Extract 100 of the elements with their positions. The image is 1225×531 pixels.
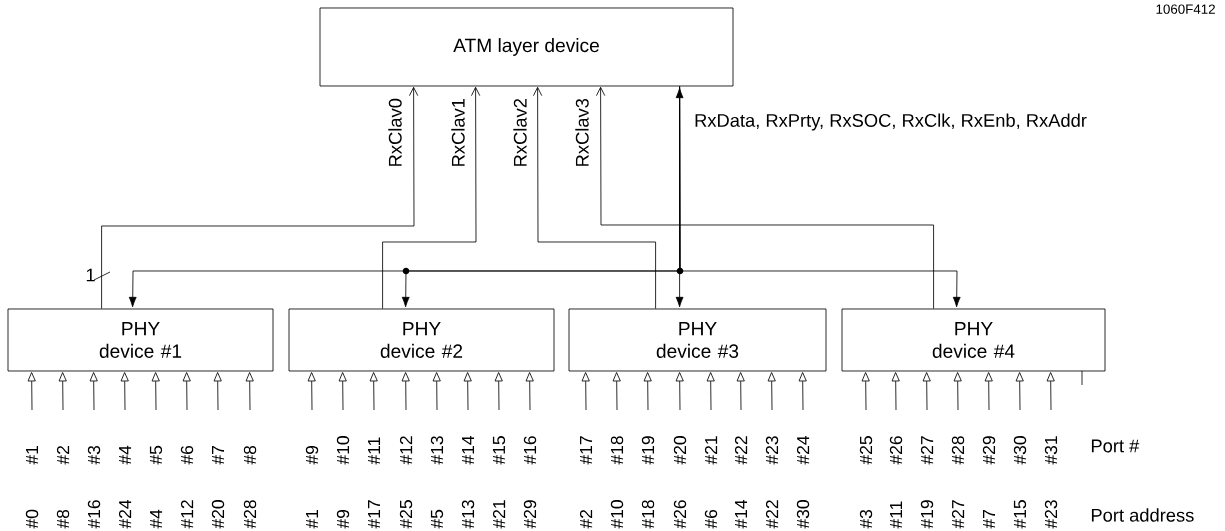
port-number: #2 — [56, 446, 70, 465]
arrow — [612, 372, 621, 411]
arrow — [182, 372, 191, 411]
port-address: #11 — [890, 501, 903, 529]
port-address: #18 — [641, 500, 655, 529]
port-address: #13 — [461, 500, 475, 529]
port-number: #30 — [1013, 436, 1027, 465]
port-address: #0 — [25, 509, 39, 529]
row-label: Port # — [1091, 439, 1140, 453]
arrow — [494, 372, 503, 411]
arrow — [675, 372, 684, 411]
arrow — [369, 372, 378, 411]
port-address: #26 — [673, 500, 687, 529]
arrow — [984, 372, 993, 411]
arrow — [675, 87, 684, 308]
port-number: #28 — [951, 436, 965, 465]
port-number: #6 — [180, 445, 194, 465]
port-address: #8 — [56, 509, 70, 529]
port-address: #22 — [765, 500, 779, 529]
port-address: #15 — [1013, 500, 1027, 529]
port-address: #27 — [951, 500, 965, 529]
port-number: #1 — [26, 446, 39, 465]
arrow — [401, 372, 410, 411]
port-address: #30 — [796, 500, 810, 529]
edge-label: RxClav3 — [573, 96, 591, 169]
device-box: PHY device #4 — [841, 308, 1106, 372]
arrow — [861, 372, 870, 411]
port-address: #23 — [1044, 500, 1058, 529]
arrow — [58, 372, 67, 411]
device-box: PHY device #2 — [288, 308, 555, 372]
arrow — [679, 86, 961, 308]
port-address: #3 — [859, 509, 873, 529]
port-number: #16 — [523, 436, 537, 465]
port-address: #16 — [87, 500, 101, 529]
arrow — [89, 372, 98, 411]
arrow — [596, 86, 934, 309]
arrow — [432, 372, 441, 411]
port-address: #17 — [368, 500, 381, 529]
arrow — [213, 372, 222, 411]
arrow — [767, 372, 776, 411]
port-address: #14 — [735, 499, 748, 529]
arrow — [151, 372, 160, 411]
edge-label: RxData, RxPrty, RxSOC, RxClk, RxEnb, RxAddr — [692, 111, 1089, 133]
arrow — [1015, 372, 1024, 411]
port-number: #11 — [368, 437, 381, 465]
arrow — [27, 372, 36, 411]
port-number: #19 — [641, 436, 655, 465]
port-address: #4 — [150, 509, 163, 529]
port-address: #12 — [180, 500, 194, 529]
port-address: #9 — [336, 509, 350, 529]
port-address: #28 — [243, 500, 257, 529]
port-number: #10 — [336, 436, 350, 465]
port-number: #25 — [859, 436, 873, 465]
port-number: #7 — [212, 446, 225, 465]
port-number: #3 — [87, 445, 101, 465]
arrow — [1046, 372, 1055, 411]
arrow — [338, 372, 347, 411]
port-number: #22 — [734, 436, 748, 465]
row-label: Port address — [1091, 508, 1194, 522]
port-number: #8 — [243, 445, 257, 465]
device-box: PHY device #3 — [568, 308, 827, 372]
port-number: #20 — [673, 436, 687, 465]
port-number: #18 — [610, 436, 624, 465]
port-number: #24 — [796, 435, 810, 465]
port-number: #29 — [982, 436, 996, 465]
port-number: #31 — [1044, 436, 1058, 465]
port-address: #19 — [920, 500, 934, 529]
arrow — [463, 372, 472, 411]
arrow — [706, 372, 715, 411]
port-address: #25 — [399, 500, 413, 529]
port-number: #13 — [430, 436, 444, 465]
port-number: #26 — [889, 436, 903, 465]
arrow — [307, 372, 316, 411]
port-address: #2 — [579, 510, 593, 529]
port-address: #6 — [704, 509, 718, 529]
port-address: #20 — [211, 500, 225, 529]
arrow — [736, 372, 745, 411]
arrow — [120, 372, 129, 411]
device-box: ATM layer device — [319, 7, 734, 87]
arrow — [525, 372, 534, 411]
edge-label: RxClav0 — [386, 96, 404, 169]
arrow — [643, 372, 652, 411]
port-number: #5 — [149, 445, 163, 465]
arrow — [891, 372, 900, 411]
port-address: #10 — [610, 500, 624, 529]
arrow — [953, 372, 962, 411]
arrow — [101, 86, 419, 309]
port-address: #21 — [492, 500, 506, 529]
arrow — [798, 372, 807, 411]
port-number: #14 — [462, 435, 475, 465]
port-address: #24 — [118, 499, 132, 529]
port-number: #9 — [305, 445, 319, 465]
port-number: #4 — [119, 445, 132, 465]
arrow — [533, 86, 656, 309]
port-address: #29 — [523, 500, 537, 529]
arrow — [922, 372, 931, 411]
port-address: #1 — [306, 510, 319, 529]
port-number: #12 — [399, 436, 413, 465]
arrow — [581, 372, 590, 411]
arrow — [382, 86, 481, 309]
